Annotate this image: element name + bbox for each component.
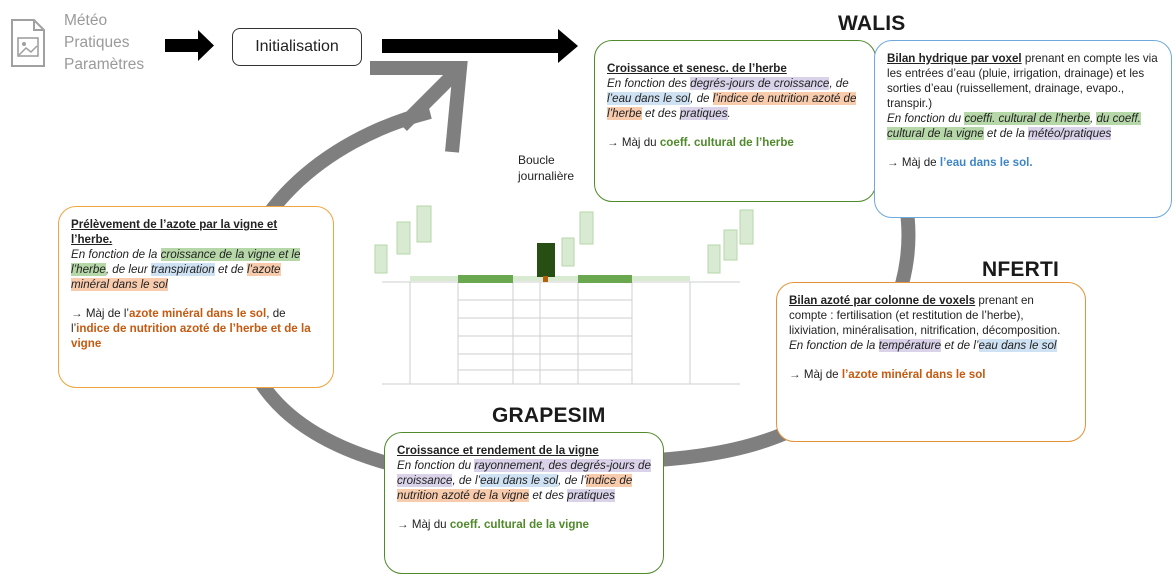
model-title-grapesim: GRAPESIM (492, 404, 606, 427)
water-box-heading: Bilan hydrique par voxel prenant en comp… (887, 52, 1158, 110)
water-box-result: → Màj de l’eau dans le sol. (887, 156, 1033, 169)
input-list: Météo Pratiques Paramètres (64, 10, 144, 76)
vine-box-result: → Màj du coeff. cultural de la vigne (397, 518, 590, 531)
input-parametres: Paramètres (64, 56, 145, 73)
nitrogen-box-result: → Màj de l’azote minéral dans le sol (789, 368, 986, 381)
model-title-walis: WALIS (838, 12, 906, 35)
loop-arrowhead (370, 61, 468, 153)
loop-label-line2: journalière (518, 169, 575, 183)
water-balance-box: Bilan hydrique par voxel prenant en comp… (874, 40, 1172, 218)
init-arrow (382, 29, 578, 63)
soil-voxel-grid (382, 281, 740, 385)
nitrogen-box-heading: Bilan azoté par colonne de voxels prenan… (789, 294, 1061, 337)
vine-box-desc: En fonction du rayonnement, des degrés-j… (397, 459, 651, 502)
grass-box-result: → Màj du coeff. cultural de l’herbe (607, 136, 794, 149)
model-title-nferti: NFERTI (982, 258, 1060, 281)
loop-label-line1: Boucle (518, 153, 555, 167)
loop-label: Boucle journalière (518, 152, 574, 184)
input-meteo: Météo (64, 12, 108, 29)
image-file-icon (11, 19, 45, 67)
nitrogen-box-desc: En fonction de la température et de l’ea… (789, 339, 1057, 352)
input-pratiques: Pratiques (64, 34, 130, 51)
nitrogen-balance-box: Bilan azoté par colonne de voxels prenan… (776, 282, 1086, 442)
uptake-box-desc: En fonction de la croissance de la vigne… (71, 248, 301, 291)
water-box-desc: En fonction du coeffi. cultural de l’her… (887, 112, 1141, 140)
uptake-box-title: Prélèvement de l’azote par la vigne et l… (71, 218, 278, 246)
vine-box-title: Croissance et rendement de la vigne (397, 444, 599, 457)
vine-plant (537, 243, 555, 282)
grass-box-desc: En fonction des degrés-jours de croissan… (607, 77, 857, 120)
grass-growth-box: Croissance et senesc. de l’herbe En fonc… (594, 40, 876, 202)
grass-box-title: Croissance et senesc. de l’herbe (607, 62, 787, 75)
input-arrow (165, 30, 214, 61)
nitrogen-uptake-box: Prélèvement de l’azote par la vigne et l… (58, 206, 334, 388)
grass-plants (374, 205, 754, 274)
initialisation-box: Initialisation (232, 28, 362, 66)
vine-growth-box: Croissance et rendement de la vigne En f… (384, 432, 664, 574)
uptake-box-result: → Màj de l’azote minéral dans le sol, de… (71, 307, 311, 350)
